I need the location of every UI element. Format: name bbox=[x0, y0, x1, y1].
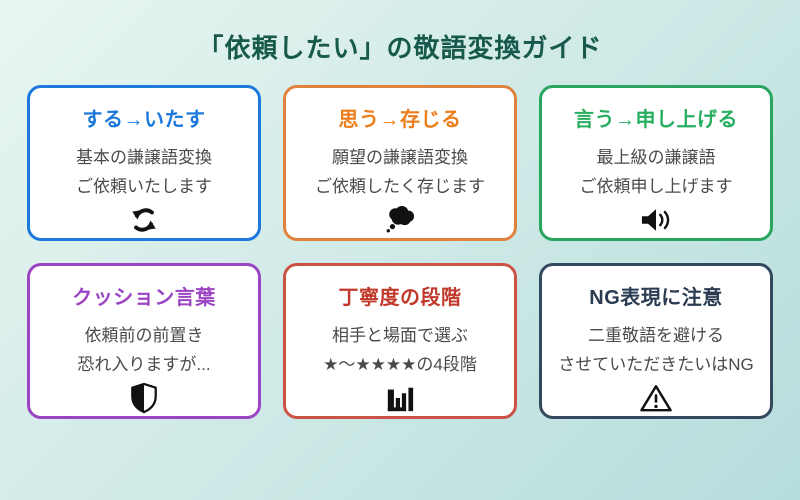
bar-chart-icon bbox=[286, 382, 514, 414]
card-title: クッション言葉 bbox=[72, 287, 216, 309]
card-line-2: ご依頼申し上げます bbox=[579, 177, 733, 196]
card-line-2: ご依頼したく存じます bbox=[315, 177, 485, 196]
speaker-icon bbox=[542, 204, 770, 236]
card-cushion-kotoba: クッション言葉 依頼前の前置き 恐れ入りますが... bbox=[27, 263, 261, 419]
card-ng-hyougen: NG表現に注意 二重敬語を避ける させていただきたいはNG bbox=[539, 263, 773, 419]
card-line-1: 最上級の謙譲語 bbox=[596, 148, 716, 167]
thought-bubble-icon bbox=[286, 204, 514, 236]
card-line-2: ★～★★★★の4段階 bbox=[323, 355, 477, 374]
card-line-1: 依頼前の前置き bbox=[84, 326, 204, 345]
card-line-2: させていただきたいはNG bbox=[558, 355, 754, 374]
card-teineido-dankai: 丁寧度の段階 相手と場面で選ぶ ★～★★★★の4段階 bbox=[283, 263, 517, 419]
warning-icon bbox=[542, 382, 770, 414]
card-title: NG表現に注意 bbox=[589, 287, 723, 309]
card-line-1: 相手と場面で選ぶ bbox=[332, 326, 468, 345]
card-title: 思う→存じる bbox=[338, 109, 462, 131]
card-title: 言う→申し上げる bbox=[574, 109, 738, 131]
card-line-1: 二重敬語を避ける bbox=[588, 326, 724, 345]
card-iu-moushiageru: 言う→申し上げる 最上級の謙譲語 ご依頼申し上げます bbox=[539, 85, 773, 241]
card-line-1: 願望の謙譲語変換 bbox=[332, 148, 468, 167]
page-title: 「依頼したい」の敬語変換ガイド bbox=[197, 33, 603, 63]
card-line-2: ご依頼いたします bbox=[76, 177, 212, 196]
card-title: する→いたす bbox=[82, 109, 206, 131]
card-title: 丁寧度の段階 bbox=[338, 287, 462, 309]
shield-icon bbox=[30, 382, 258, 414]
card-omou-zonjiru: 思う→存じる 願望の謙譲語変換 ご依頼したく存じます bbox=[283, 85, 517, 241]
card-line-1: 基本の謙譲語変換 bbox=[76, 148, 212, 167]
refresh-icon bbox=[30, 204, 258, 236]
card-line-2: 恐れ入りますが... bbox=[77, 355, 211, 374]
card-suru-itasu: する→いたす 基本の謙譲語変換 ご依頼いたします bbox=[27, 85, 261, 241]
card-grid: する→いたす 基本の謙譲語変換 ご依頼いたします 思う→存じる 願望の謙譲語変換… bbox=[27, 85, 773, 419]
